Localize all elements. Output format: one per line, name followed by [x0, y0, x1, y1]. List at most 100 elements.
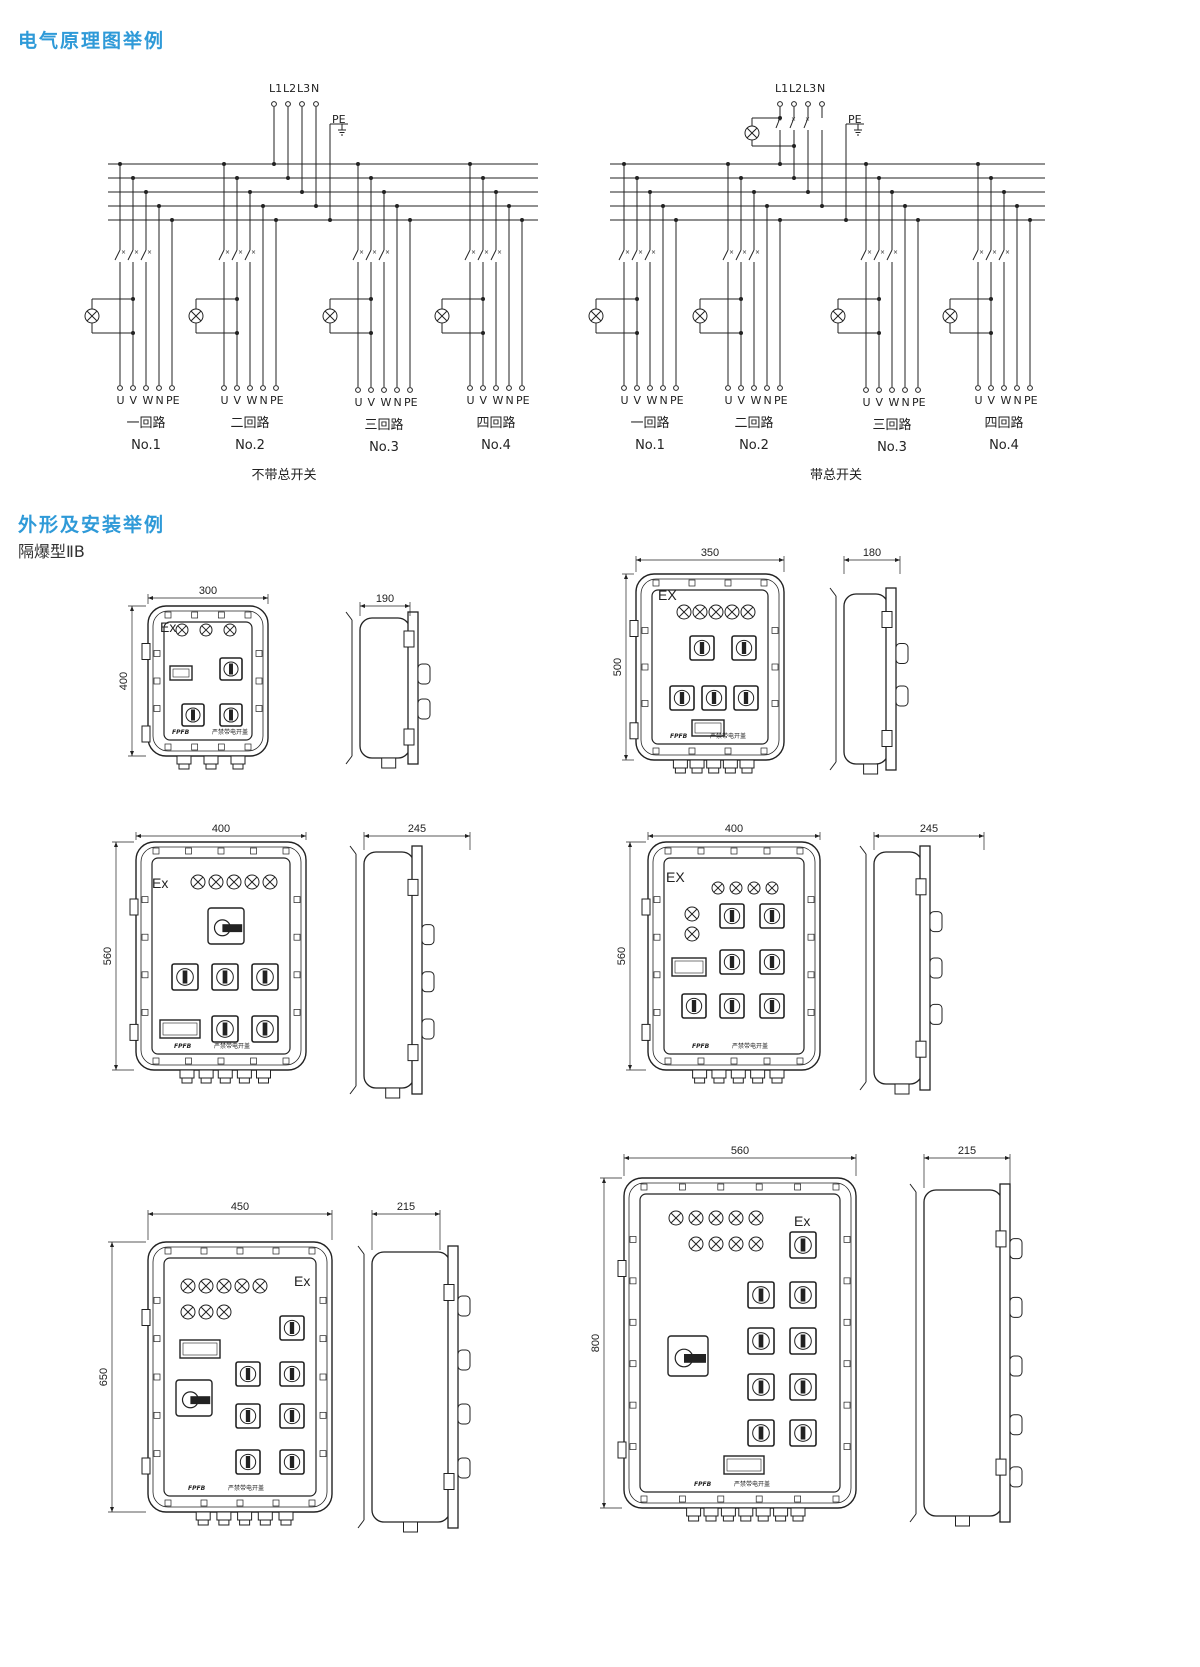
circuit-name: 四回路: [984, 415, 1023, 431]
cable-gland-nut: [708, 767, 720, 774]
dim-arrow: [360, 604, 410, 608]
dim-value: 560: [616, 947, 628, 965]
hinge: [443, 1473, 455, 1490]
lamp-icon: [688, 1236, 704, 1252]
switch-blade: [998, 249, 1005, 261]
bolt: [217, 847, 225, 855]
junction-dot: [820, 204, 824, 208]
switch-blade: [140, 249, 147, 261]
switch-blade: [218, 249, 225, 261]
dim-value: 560: [102, 947, 114, 965]
lamp-cross: [324, 310, 336, 322]
rotary-switch: [719, 993, 745, 1019]
cable-gland: [237, 1511, 253, 1521]
switch-mark: ×: [880, 249, 885, 256]
junction-dot: [481, 331, 485, 335]
bolt: [153, 650, 161, 657]
bolt: [319, 1411, 327, 1419]
rotary-switch: [759, 949, 785, 975]
switch-mark: ×: [385, 249, 390, 256]
terminal: [1001, 385, 1007, 391]
terminal: [247, 385, 253, 391]
rotary-switch: [235, 1361, 261, 1387]
bolt: [141, 896, 149, 903]
lamp-icon: [692, 604, 708, 620]
switch-blade: [365, 249, 372, 261]
flange-edge: [152, 1246, 328, 1508]
rotary-switch: [211, 963, 239, 991]
bolt: [717, 1183, 725, 1191]
meter-display: [671, 957, 707, 977]
cable-gland: [863, 763, 879, 775]
body-side: [843, 593, 889, 765]
lamp-cross: [749, 883, 759, 893]
circuit-number: No.2: [739, 438, 769, 453]
cable-gland-nut: [258, 1077, 269, 1084]
lamp-cross: [192, 876, 204, 888]
bolt: [153, 1411, 161, 1419]
bolt: [664, 847, 672, 855]
switch-blade: [886, 249, 893, 261]
cable-gland-nut: [200, 1077, 212, 1084]
bolt: [153, 1335, 161, 1343]
switch-handle: [699, 642, 705, 654]
bolt: [724, 579, 732, 587]
bolt: [652, 747, 660, 755]
bolt: [153, 705, 161, 712]
lamp-cross: [182, 1280, 194, 1292]
dim-value: 400: [725, 823, 743, 835]
terminal: [621, 385, 627, 391]
ex-mark: EX: [666, 869, 685, 885]
terminal-label: V: [368, 396, 376, 409]
bolt: [629, 1236, 637, 1243]
mount-bracket: [909, 1183, 917, 1193]
cable-gland: [381, 757, 397, 769]
cover-panel: [163, 1257, 317, 1497]
cable-gland-nut: [688, 1515, 700, 1522]
rotary-switch: [689, 635, 715, 661]
height-dimension: 560: [616, 841, 646, 1071]
mount-bracket: [357, 1519, 365, 1529]
lamp-icon: [729, 881, 743, 895]
cable-gland: [773, 1507, 789, 1517]
lamp-icon: [198, 1304, 214, 1320]
cable-gland-nut: [178, 763, 190, 770]
switch-handle: [222, 1022, 228, 1036]
junction-dot: [877, 297, 881, 301]
bolt: [843, 1401, 851, 1409]
bolt: [293, 896, 301, 903]
junction-dot: [300, 190, 304, 194]
hinge: [995, 1230, 1007, 1248]
terminal-label: W: [143, 394, 154, 407]
circuit-name: 三回路: [872, 417, 911, 433]
dim-value: 245: [920, 823, 938, 835]
brand-mark: FPFB: [694, 1481, 712, 1488]
outline-subtitle: 隔爆型ⅡB: [18, 542, 85, 561]
switch-mark: ×: [359, 249, 364, 256]
lamp-icon: [748, 1210, 764, 1226]
lamp-icon: [747, 881, 761, 895]
bolt: [763, 1057, 771, 1065]
bolt: [760, 579, 768, 587]
mount-bracket: [859, 845, 867, 855]
height-dimension: 800: [590, 1177, 622, 1509]
terminal-label: W: [1001, 394, 1012, 407]
mount-bracket: [829, 587, 837, 597]
cover-side: [411, 845, 423, 1095]
cable-gland-nut: [181, 1077, 193, 1084]
switch-handle: [800, 1334, 806, 1348]
cable-gland: [217, 1069, 233, 1079]
rotary-switch: [279, 1315, 305, 1341]
lamp-icon: [244, 874, 260, 890]
flange-edge: [652, 846, 816, 1066]
switch-mark: ×: [755, 249, 760, 256]
switch-mark: ×: [251, 249, 256, 256]
switch-blade: [735, 249, 742, 261]
cable-gland: [672, 759, 688, 769]
lamp-icon: [711, 881, 725, 895]
terminal-label: W: [751, 394, 762, 407]
switch-blade: [618, 249, 625, 261]
switch-mark: ×: [867, 249, 872, 256]
bolt: [236, 1247, 244, 1255]
